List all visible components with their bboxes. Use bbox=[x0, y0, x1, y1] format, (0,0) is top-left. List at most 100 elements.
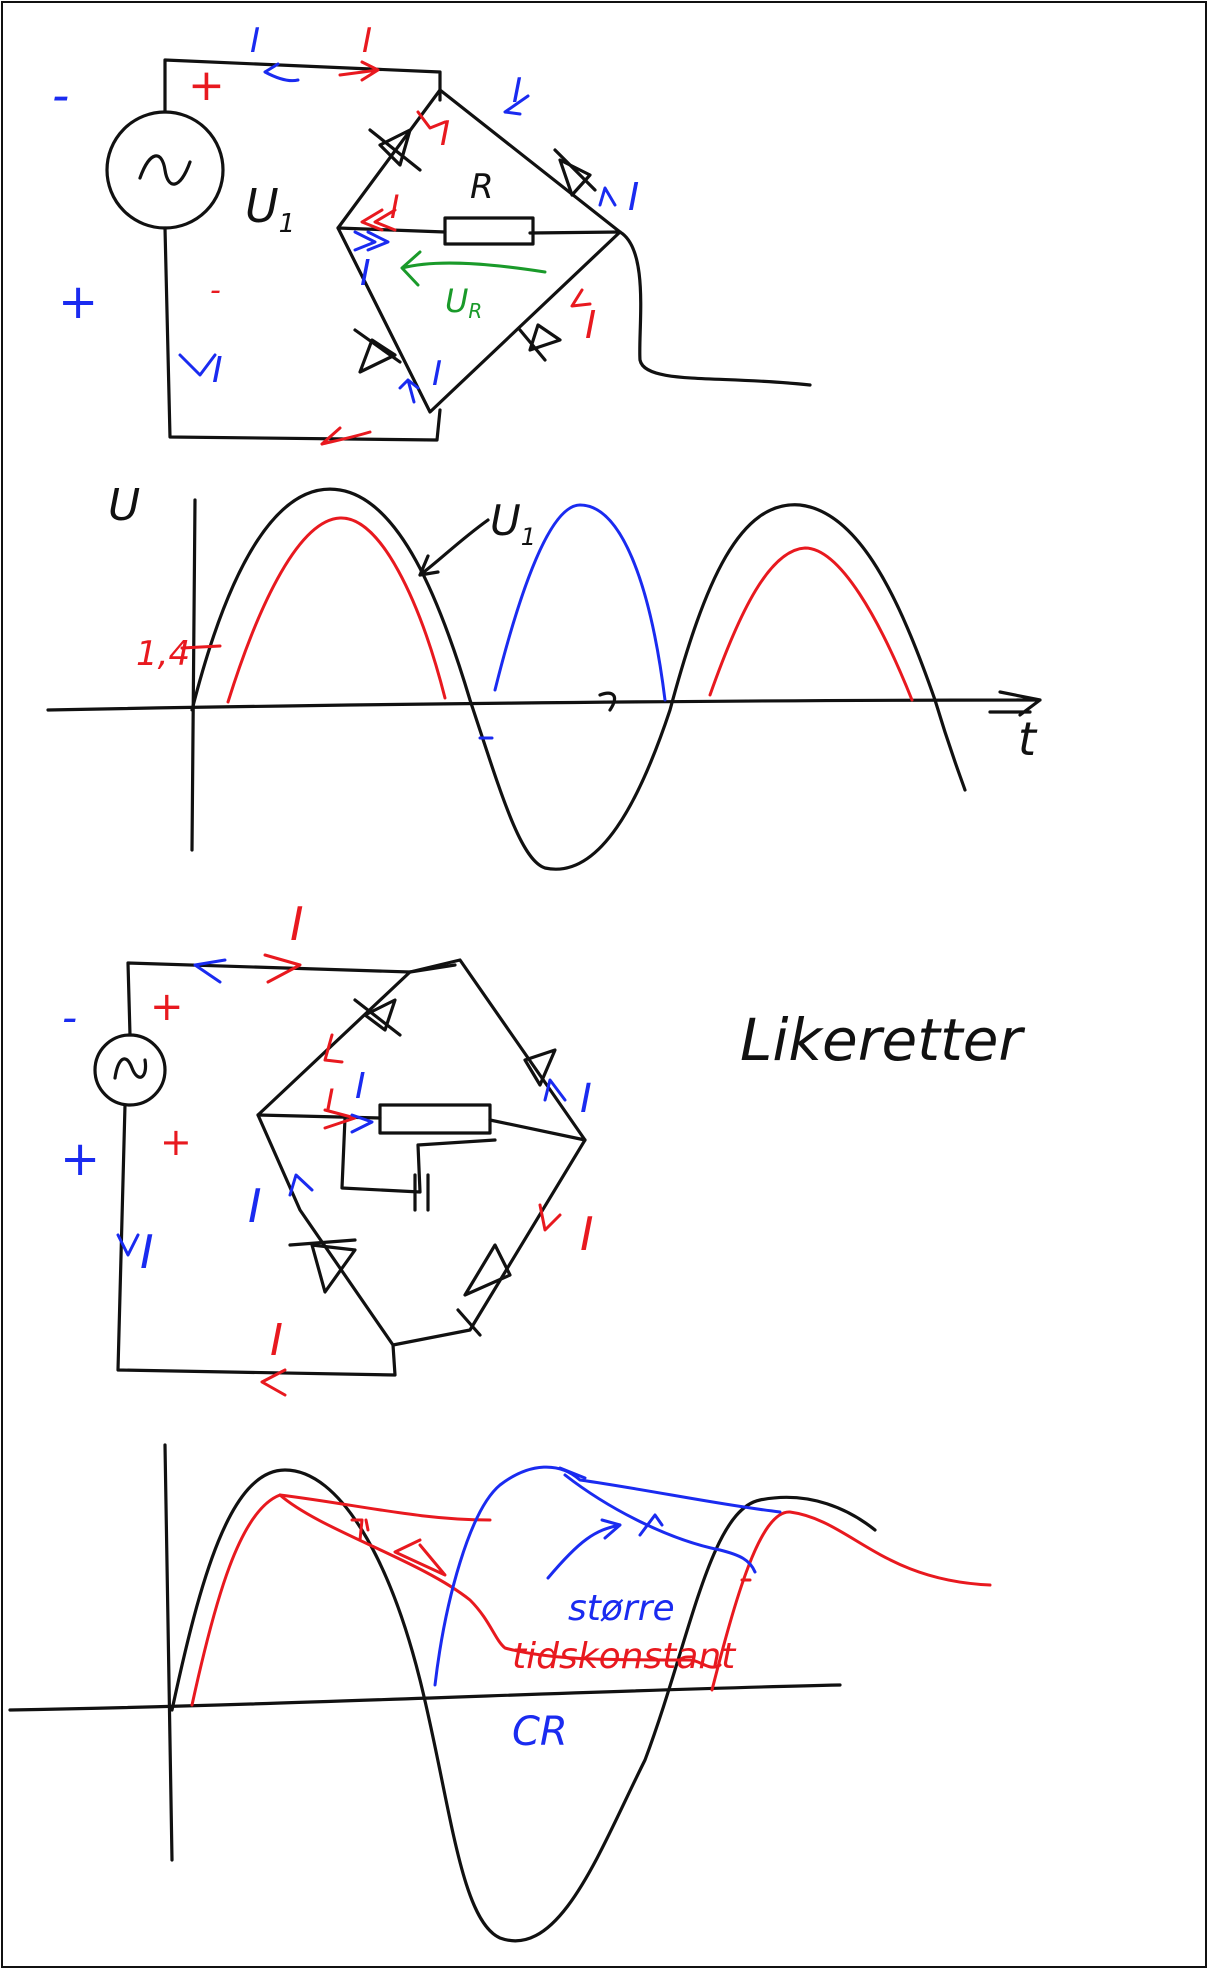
resistor-2 bbox=[378, 1103, 492, 1135]
resistor-label: R bbox=[470, 167, 494, 207]
graph-2-blue-pointer bbox=[546, 1518, 622, 1580]
capacitor-2 bbox=[413, 1173, 430, 1212]
wire-bottom-2 bbox=[116, 1103, 397, 1377]
wire-resistor-2 bbox=[256, 1113, 587, 1142]
diagram-title: Likeretter bbox=[740, 1006, 1025, 1074]
graph-2-red-dotted bbox=[350, 1518, 370, 1542]
current-arrow-red-2b bbox=[323, 1033, 344, 1064]
current-arrow-blue-6 bbox=[178, 353, 217, 377]
graph-2-red-top bbox=[190, 1493, 492, 1707]
graph-1-threshold-label: 1,4 bbox=[136, 634, 190, 674]
resistor-1 bbox=[443, 216, 535, 246]
current-arrow-red-2d bbox=[538, 1203, 562, 1232]
diode-1c bbox=[353, 328, 402, 374]
voltage-label-ur: UR bbox=[445, 282, 482, 323]
plus-sign-blue-1: + bbox=[58, 274, 98, 330]
wire-bottom-1 bbox=[163, 226, 442, 442]
plus-sign-blue-2: + bbox=[60, 1131, 100, 1187]
current-arrow-red-4 bbox=[570, 288, 592, 308]
voltage-arrow-ur bbox=[400, 250, 547, 287]
current-arrow-red-2c bbox=[323, 1108, 357, 1130]
current-label-blue-f: I bbox=[212, 350, 223, 391]
graph-2-source-curve bbox=[170, 1468, 877, 1943]
current-label-red-2a: I bbox=[290, 897, 304, 951]
current-arrow-blue-2 bbox=[503, 94, 530, 116]
plus-sign-red-2b: + bbox=[160, 1120, 192, 1164]
graph-2-blue-decay bbox=[563, 1473, 757, 1574]
current-arrow-blue-2c bbox=[350, 1113, 374, 1134]
wire-top-2 bbox=[126, 961, 457, 1037]
diode-1b bbox=[553, 148, 597, 197]
graph-1-source-curve bbox=[190, 487, 967, 871]
diode-1a bbox=[368, 128, 422, 172]
graph-1-stroke-mark bbox=[598, 691, 616, 712]
plus-sign-red-2a: + bbox=[150, 984, 184, 1030]
current-label-blue-a: I bbox=[250, 21, 260, 61]
current-label-blue-2b: I bbox=[580, 1076, 592, 1122]
graph-2-x-axis bbox=[8, 1683, 842, 1712]
wire-right-1 bbox=[618, 230, 812, 387]
current-arrow-red-5 bbox=[320, 426, 372, 446]
graph-2-y-axis bbox=[163, 1443, 174, 1862]
source-label-u1: U1 bbox=[245, 179, 295, 239]
current-arrow-blue-2e bbox=[116, 1233, 140, 1257]
plus-sign-red-1: + bbox=[188, 60, 225, 111]
diode-2c bbox=[288, 1238, 357, 1294]
graph-2-annotation-1: større bbox=[568, 1588, 675, 1629]
current-label-red-c: I bbox=[390, 188, 399, 226]
graph-1-curve-pointer bbox=[418, 518, 490, 577]
current-arrow-blue-2a bbox=[193, 958, 227, 984]
ac-source-2 bbox=[93, 1033, 167, 1107]
current-label-blue-b: I bbox=[512, 71, 522, 111]
graph-1-threshold-tick bbox=[180, 644, 222, 650]
current-label-blue-2c: I bbox=[248, 1179, 262, 1233]
current-arrow-blue-2d bbox=[288, 1173, 314, 1197]
ac-source-1-sine-icon bbox=[138, 154, 192, 186]
bridge-2 bbox=[256, 958, 587, 1347]
current-label-red-a: I bbox=[362, 21, 372, 61]
current-label-blue-2a: I bbox=[355, 1066, 366, 1107]
current-arrow-blue-2b bbox=[543, 1078, 567, 1102]
current-label-red-2c: I bbox=[580, 1207, 594, 1261]
graph-2-red-arrow bbox=[393, 1538, 447, 1577]
current-arrow-red-3 bbox=[360, 208, 397, 232]
graph-1-x-label: t bbox=[1018, 712, 1038, 766]
graph-1-red-hump-1 bbox=[226, 516, 447, 704]
graph-2: større tidskonstant CR bbox=[8, 1443, 992, 1943]
ac-source-2-sine-icon bbox=[113, 1057, 148, 1080]
current-arrow-red-2a bbox=[263, 953, 302, 984]
graph-2-blue-mark bbox=[558, 1466, 587, 1480]
minus-sign-blue-2: - bbox=[62, 993, 77, 1042]
current-arrow-blue-1 bbox=[263, 62, 300, 83]
graph-1-blue-hump bbox=[493, 503, 667, 702]
graph-2-annotation-3: CR bbox=[512, 1709, 568, 1755]
current-arrow-red-2e bbox=[260, 1368, 287, 1397]
wire-top-1 bbox=[163, 58, 442, 114]
graph-2-red-second bbox=[710, 1510, 992, 1692]
graph-1-x-axis bbox=[46, 690, 1042, 717]
current-arrow-blue-4 bbox=[353, 230, 390, 252]
current-arrow-blue-5 bbox=[398, 378, 420, 404]
current-label-red-2b: I bbox=[325, 1082, 334, 1120]
diode-1d bbox=[518, 323, 562, 362]
graph-1-y-axis bbox=[190, 498, 197, 852]
current-label-blue-d: I bbox=[360, 253, 371, 294]
current-label-blue-e: I bbox=[432, 354, 442, 394]
current-arrow-red-1 bbox=[338, 60, 380, 82]
graph-1-y-label: U bbox=[108, 480, 140, 531]
diode-2b bbox=[523, 1048, 557, 1087]
graph-1-red-hump-2 bbox=[708, 546, 914, 702]
current-label-red-2d: I bbox=[270, 1315, 283, 1366]
graph-2-blue-dotted bbox=[638, 1513, 664, 1537]
circuit-1: U1 R UR + - - + I I I I I I I I I I bbox=[52, 21, 812, 446]
graph-2-blue-curve bbox=[433, 1465, 782, 1687]
minus-sign-red-1: - bbox=[210, 273, 221, 308]
current-label-red-d: I bbox=[585, 303, 596, 347]
graph-1-curve-label: U1 bbox=[490, 496, 536, 551]
graph-2-red-ripple bbox=[278, 1493, 722, 1669]
graph-1: 1,4 U t U1 bbox=[46, 480, 1042, 871]
current-arrow-red-2 bbox=[416, 110, 447, 130]
diode-2d bbox=[456, 1243, 512, 1337]
